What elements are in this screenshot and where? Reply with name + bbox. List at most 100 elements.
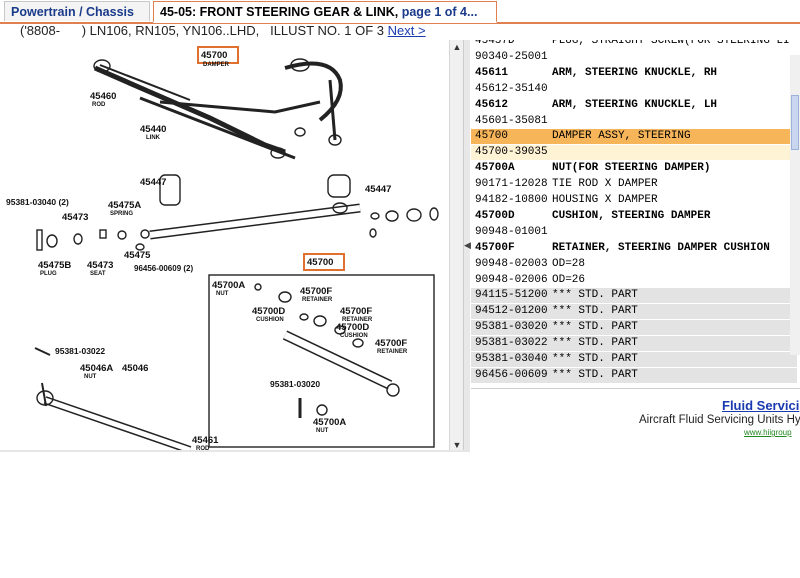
part-description: PLUG, STRAIGHT SCREW(FOR STEERING LI [552, 40, 790, 47]
part-description: OD=26 [552, 273, 586, 286]
label-damper: DAMPER [203, 62, 230, 68]
ad-title-link[interactable]: Fluid Servici [722, 398, 800, 413]
part-code: 45612 [475, 98, 509, 111]
label-spring: SPRING [110, 211, 133, 217]
label-plug: PLUG [40, 271, 57, 277]
label-45046a: 45046A [80, 363, 113, 374]
label-nut-c: NUT [316, 428, 329, 434]
part-code: 45611 [475, 66, 509, 79]
part-row[interactable]: 45700A NUT(FOR STEERING DAMPER) [471, 161, 797, 176]
part-row[interactable]: 96456-00609*** STD. PART [471, 367, 797, 383]
tab-front-steering-gear[interactable]: 45-05: FRONT STEERING GEAR & LINK, page … [153, 1, 497, 23]
part-code: 96456-00609 [475, 368, 548, 381]
part-code: 45700D [475, 209, 515, 222]
diagram-drawing: 45700 DAMPER 45460 ROD 45440 LINK 45447 … [6, 46, 439, 452]
label-45473a: 45473 [62, 212, 88, 223]
part-row[interactable]: 94182-10800 HOUSING X DAMPER [471, 193, 797, 208]
label-45700a: 45700A [212, 280, 245, 291]
diagram-scrollbar[interactable]: ▲ ▼ [449, 40, 464, 452]
label-rod: ROD [92, 102, 106, 108]
part-row[interactable]: 90948-01001 [471, 224, 797, 240]
label-45700d-a: 45700D [252, 306, 285, 317]
label-45700f-c: 45700F [375, 338, 407, 349]
label-96456-00609: 96456-00609 (2) [134, 264, 193, 273]
part-description: *** STD. PART [552, 305, 638, 318]
label-45700f-b: 45700F [340, 306, 372, 317]
part-row[interactable]: 45601-35081 [471, 113, 797, 129]
parts-diagram: 45700 DAMPER 45460 ROD 45440 LINK 45447 … [0, 40, 460, 452]
part-description: TIE ROD X DAMPER [552, 178, 658, 191]
part-row[interactable]: 90171-12028 TIE ROD X DAMPER [471, 177, 797, 193]
divider [471, 388, 800, 389]
part-description: NUT(FOR STEERING DAMPER) [552, 162, 711, 175]
part-code: 94182-10800 [475, 194, 548, 206]
label-45475: 45475 [124, 250, 151, 261]
label-95381-03040: 95381-03040 (2) [6, 197, 69, 207]
label-45447b: 45447 [365, 184, 391, 195]
label-retainer-b: RETAINER [342, 317, 373, 323]
part-row[interactable]: 94512-01200*** STD. PART [471, 304, 797, 320]
part-code: 45601-35081 [475, 114, 548, 127]
part-code: 45700A [475, 162, 515, 175]
part-code: 45700-39035 [475, 146, 548, 159]
part-code: 95381-03022 [475, 337, 548, 350]
tab-title: 45-05: FRONT STEERING GEAR & LINK, [160, 5, 399, 19]
part-description: OD=28 [552, 257, 586, 270]
label-nut-a: NUT [216, 291, 229, 297]
label-45700f-a: 45700F [300, 286, 332, 297]
part-description: HOUSING X DAMPER [552, 194, 658, 206]
part-row[interactable]: 90340-25001 [471, 49, 797, 65]
label-45475b: 45475B [38, 260, 71, 271]
part-row[interactable]: 95381-03020*** STD. PART [471, 320, 797, 336]
illustration-number: ILLUST NO. 1 OF 3 [270, 23, 385, 38]
part-code: 90948-01001 [475, 225, 548, 238]
part-row[interactable]: 95381-03040*** STD. PART [471, 352, 797, 367]
part-code: 90948-02006 [475, 273, 548, 286]
parts-list-scrollbar[interactable] [790, 55, 800, 355]
part-row[interactable]: 90948-02006 OD=26 [471, 272, 797, 288]
part-code: 90340-25001 [475, 50, 548, 63]
label-45473b: 45473 [87, 260, 113, 271]
part-row[interactable]: 95381-03022 *** STD. PART [471, 336, 797, 352]
part-code: 90171-12028 [475, 178, 548, 191]
tab-powertrain-chassis[interactable]: Powertrain / Chassis [4, 1, 150, 21]
part-row[interactable]: 45457D PLUG, STRAIGHT SCREW(FOR STEERING … [471, 40, 797, 49]
ad-description: Aircraft Fluid Servicing Units Hy [639, 414, 800, 426]
label-nut-b: NUT [84, 374, 97, 380]
label-45046: 45046 [122, 363, 148, 374]
illustration-info: ('8808- ) LN106, RN105, YN106..LHD, ILLU… [20, 23, 426, 39]
part-code: 94115-51200 [475, 289, 548, 302]
scroll-down-arrow-icon[interactable]: ▼ [452, 440, 462, 450]
part-code: 90948-02003 [475, 257, 548, 270]
label-45461: 45461 [192, 435, 219, 446]
scroll-up-arrow-icon[interactable]: ▲ [452, 42, 462, 52]
part-row[interactable]: 94115-51200*** STD. PART [471, 288, 797, 304]
part-code: 45457D [475, 40, 515, 47]
label-45447a: 45447 [140, 177, 166, 188]
scrollbar-thumb[interactable] [791, 95, 799, 150]
label-45700d-b: 45700D [336, 322, 369, 333]
part-row[interactable]: 90948-02003 OD=28 [471, 256, 797, 272]
next-link[interactable]: Next > [387, 23, 426, 38]
label-95381-03022: 95381-03022 [55, 346, 105, 356]
pane-splitter[interactable]: ◀ [463, 40, 471, 452]
part-code: 95381-03020 [475, 321, 548, 334]
label-cushion-a: CUSHION [256, 317, 284, 323]
part-row[interactable]: 45612 ARM, STEERING KNUCKLE, LH [471, 98, 797, 113]
ad-url-link[interactable]: www.hiigroup [744, 428, 792, 437]
part-description: *** STD. PART [552, 337, 638, 350]
tab-page-indicator: page 1 of 4... [401, 5, 478, 19]
part-row[interactable]: 45700-39035 [471, 145, 797, 161]
label-retainer-c: RETAINER [377, 349, 408, 355]
collapse-arrow-icon[interactable]: ◀ [464, 240, 471, 250]
part-row[interactable]: 45612-35140 [471, 81, 797, 97]
label-45460: 45460 [90, 91, 116, 102]
part-description: ARM, STEERING KNUCKLE, LH [552, 98, 718, 111]
horizontal-scrollbar [0, 450, 470, 452]
part-description: *** STD. PART [552, 353, 638, 365]
label-retainer-a: RETAINER [302, 297, 333, 303]
